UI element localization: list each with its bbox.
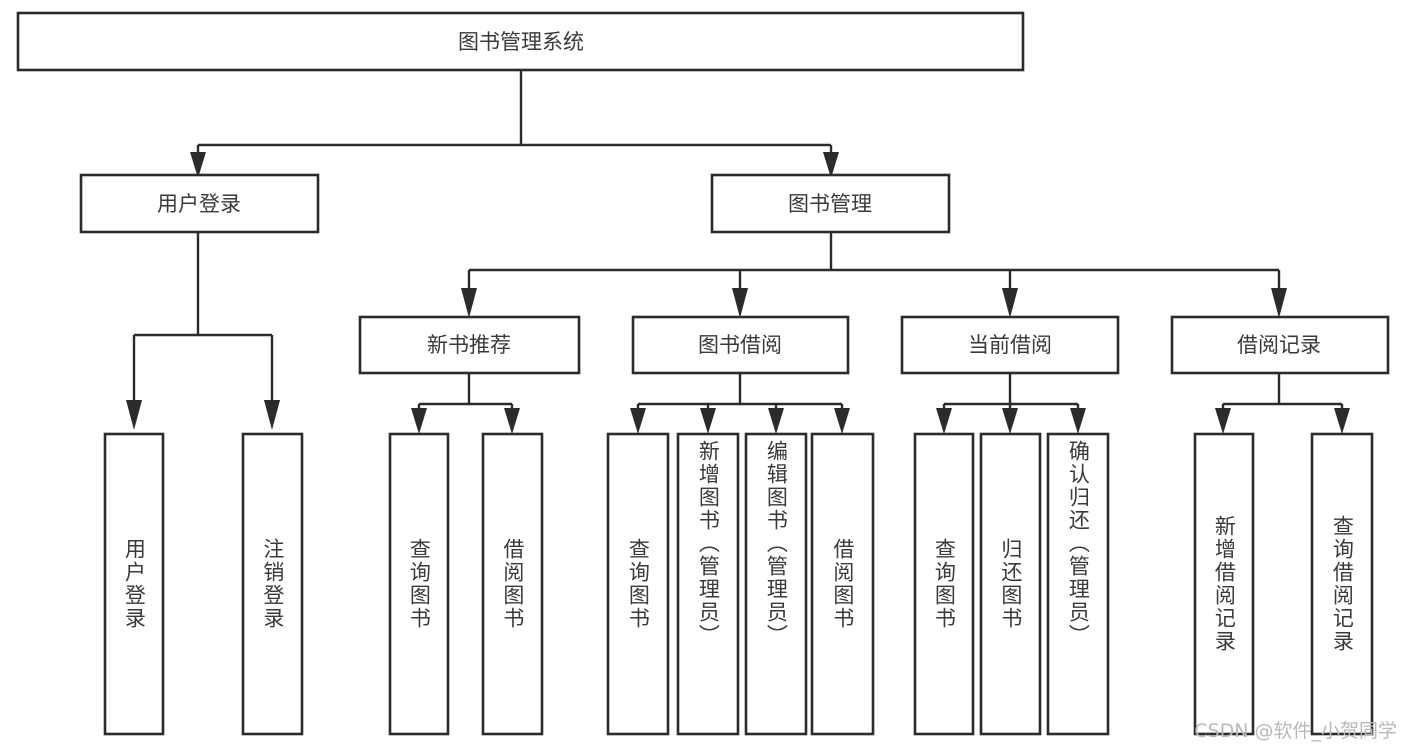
- leaf-label-recommend-0: 查询图书: [407, 538, 432, 630]
- connector-group-login: [126, 232, 280, 430]
- arrow-head-icon: [190, 152, 206, 178]
- arrow-head-icon: [1271, 288, 1287, 318]
- leaf-label-borrow-2: 编辑图书（管理员）: [764, 440, 789, 647]
- arrow-head-icon: [834, 408, 850, 434]
- node-label-root: 图书管理系统: [458, 30, 584, 54]
- node-box-leaf-user-login-0[interactable]: [103, 432, 165, 736]
- arrow-head-icon: [700, 408, 716, 434]
- node-box-leaf-recommend-1[interactable]: [481, 432, 544, 736]
- arrow-head-icon: [823, 152, 839, 178]
- node-box-leaf-borrow-1[interactable]: [676, 432, 740, 736]
- connector-group-borrow: [630, 373, 850, 434]
- arrow-head-icon: [1334, 408, 1350, 434]
- node-box-user-login[interactable]: [79, 173, 320, 234]
- arrow-head-icon: [411, 408, 427, 434]
- leaf-label-borrow-0: 查询图书: [626, 538, 651, 630]
- leaf-label-wrap-current-1: 归还图书: [981, 434, 1040, 734]
- node-box-borrow-record[interactable]: [1170, 315, 1390, 375]
- leaf-label-wrap-user-login-1: 注销登录: [243, 434, 302, 734]
- arrow-head-icon: [732, 288, 748, 318]
- connector-group-recommend: [411, 373, 520, 434]
- node-box-root[interactable]: [16, 11, 1025, 72]
- node-label-book-management: 图书管理: [788, 192, 872, 216]
- leaf-label-wrap-recommend-1: 借阅图书: [483, 434, 542, 734]
- node-box-leaf-borrow-0[interactable]: [606, 432, 670, 736]
- arrow-head-icon: [1002, 408, 1018, 434]
- leaf-label-record-0: 新增借阅记录: [1212, 515, 1237, 653]
- node-box-new-book-recommend[interactable]: [358, 315, 581, 375]
- leaf-label-wrap-recommend-0: 查询图书: [390, 434, 448, 734]
- node-label-user-login: 用户登录: [157, 192, 241, 216]
- arrow-head-icon: [1002, 288, 1018, 318]
- node-label-book-borrow: 图书借阅: [698, 333, 782, 357]
- leaf-label-user-login-0: 用户登录: [122, 538, 147, 630]
- leaf-label-borrow-1: 新增图书（管理员）: [696, 440, 721, 647]
- node-label-borrow-record: 借阅记录: [1237, 333, 1321, 357]
- node-box-leaf-recommend-0[interactable]: [388, 432, 450, 736]
- leaf-label-wrap-borrow-2: 编辑图书（管理员）: [746, 440, 806, 734]
- connector-group-record: [1215, 373, 1350, 434]
- arrow-head-icon: [936, 408, 952, 434]
- leaf-label-record-1: 查询借阅记录: [1330, 515, 1355, 653]
- leaf-label-borrow-3: 借阅图书: [830, 538, 855, 630]
- leaf-label-wrap-borrow-0: 查询图书: [608, 434, 668, 734]
- leaf-label-user-login-1: 注销登录: [260, 538, 285, 630]
- arrow-head-icon: [126, 400, 142, 430]
- arrow-head-icon: [1215, 408, 1231, 434]
- connector-group-root: [190, 70, 839, 178]
- arrow-head-icon: [504, 408, 520, 434]
- node-box-leaf-record-1[interactable]: [1310, 432, 1374, 736]
- node-box-leaf-user-login-1[interactable]: [241, 432, 304, 736]
- node-box-leaf-borrow-2[interactable]: [744, 432, 808, 736]
- node-box-leaf-borrow-3[interactable]: [810, 432, 875, 736]
- node-box-leaf-record-0[interactable]: [1193, 432, 1255, 736]
- node-box-leaf-current-2[interactable]: [1046, 432, 1110, 736]
- arrow-head-icon: [264, 400, 280, 430]
- arrow-head-icon: [630, 408, 646, 434]
- leaf-label-wrap-record-1: 查询借阅记录: [1312, 434, 1372, 734]
- arrow-head-icon: [1070, 408, 1086, 434]
- node-box-leaf-current-1[interactable]: [979, 432, 1042, 736]
- node-box-book-borrow[interactable]: [631, 315, 850, 375]
- arrow-head-icon: [461, 288, 477, 318]
- node-box-leaf-current-0[interactable]: [913, 432, 975, 736]
- leaf-label-current-1: 归还图书: [998, 538, 1023, 630]
- leaf-label-wrap-borrow-1: 新增图书（管理员）: [678, 440, 738, 734]
- leaf-label-current-2: 确认归还（管理员）: [1066, 440, 1091, 647]
- arrow-head-icon: [768, 408, 784, 434]
- node-box-book-management[interactable]: [710, 173, 951, 234]
- connector-group-bookmgmt: [461, 232, 1287, 318]
- leaf-label-wrap-current-0: 查询图书: [915, 434, 973, 734]
- leaf-label-wrap-record-0: 新增借阅记录: [1195, 434, 1253, 734]
- leaf-label-wrap-current-2: 确认归还（管理员）: [1048, 440, 1108, 734]
- node-label-new-book-recommend: 新书推荐: [427, 333, 511, 357]
- node-label-current-borrow: 当前借阅: [968, 333, 1052, 357]
- leaf-label-current-0: 查询图书: [932, 538, 957, 630]
- leaf-label-wrap-user-login-0: 用户登录: [105, 434, 163, 734]
- leaf-label-recommend-1: 借阅图书: [500, 538, 525, 630]
- node-box-current-borrow[interactable]: [900, 315, 1120, 375]
- leaf-label-wrap-borrow-3: 借阅图书: [812, 434, 873, 734]
- connector-group-current: [936, 373, 1086, 434]
